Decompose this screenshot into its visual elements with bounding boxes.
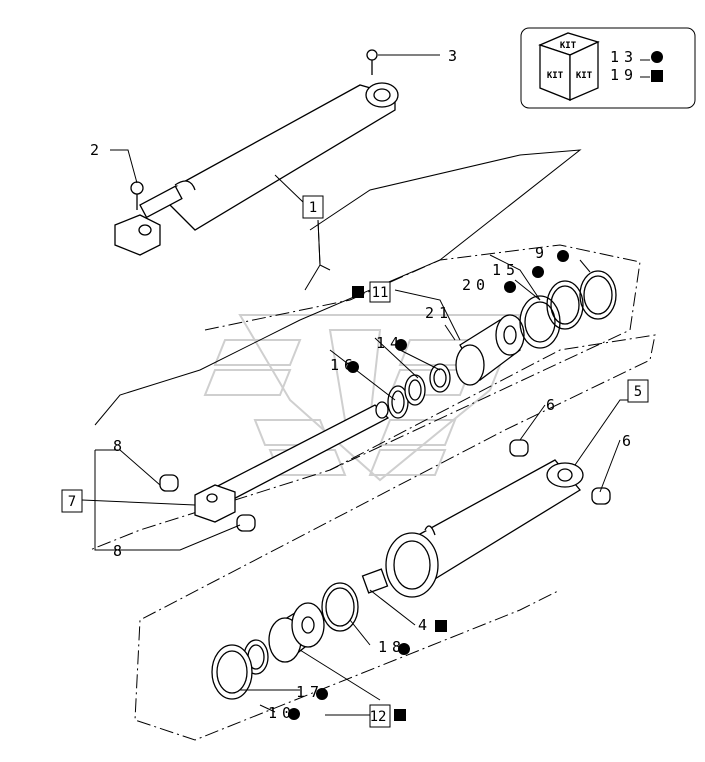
callout-9: 9 <box>535 244 549 262</box>
round-marker-20 <box>504 281 516 293</box>
rod-seals <box>387 363 451 419</box>
round-marker-9 <box>557 250 569 262</box>
kit-label-right: KIT <box>576 71 593 81</box>
kit-markers <box>288 250 569 721</box>
callout-5-box: 5 <box>634 384 642 400</box>
callout-21: 21 <box>425 304 453 322</box>
callout-8-lower: 8 <box>113 542 127 560</box>
callout-10: 10 <box>268 704 296 722</box>
round-marker-10 <box>288 708 300 720</box>
gland-head <box>455 314 525 386</box>
kit-legend: KIT KIT KIT 13 19 <box>520 27 696 109</box>
boxed-callouts <box>61 195 649 728</box>
assembled-cylinder <box>114 49 399 256</box>
square-kit-marker <box>651 70 663 82</box>
leader-lines <box>81 54 640 716</box>
watermark-logo <box>203 314 522 482</box>
piston-rod <box>159 401 390 532</box>
callout-6-upper: 6 <box>546 396 560 414</box>
kit-group-outline <box>94 149 582 426</box>
callout-16: 16 <box>330 356 358 374</box>
kit-label-top: KIT <box>560 41 577 51</box>
round-marker-18 <box>398 643 410 655</box>
callout-7-box: 7 <box>68 494 76 510</box>
callout-20: 20 <box>462 276 490 294</box>
gland-seals <box>519 270 617 349</box>
kit-square-ref: 19 <box>610 66 638 84</box>
callout-14: 14 <box>376 334 404 352</box>
callout-1-box: 1 <box>309 200 317 216</box>
round-marker-17 <box>316 688 328 700</box>
square-marker-11 <box>352 286 364 298</box>
callout-8-upper: 8 <box>113 437 127 455</box>
round-kit-marker <box>651 51 663 63</box>
cylinder-barrel <box>385 439 611 598</box>
callout-4: 4 <box>418 616 432 634</box>
square-marker-12 <box>394 709 406 721</box>
callout-12-box: 12 <box>370 709 387 725</box>
round-marker-16 <box>347 361 359 373</box>
kit-box-icon <box>538 32 600 101</box>
callout-3: 3 <box>448 47 462 65</box>
kit-round-ref: 13 <box>610 48 638 66</box>
piston-assembly <box>211 568 389 700</box>
callout-2: 2 <box>90 141 104 159</box>
callout-11-box: 11 <box>372 285 389 301</box>
callout-15: 15 <box>492 261 520 279</box>
round-marker-14 <box>395 339 407 351</box>
callout-6-right: 6 <box>622 432 636 450</box>
kit-label-left: KIT <box>547 71 564 81</box>
callout-18: 18 <box>378 638 406 656</box>
callout-17: 17 <box>296 683 324 701</box>
square-marker-4 <box>435 620 447 632</box>
round-marker-15 <box>532 266 544 278</box>
